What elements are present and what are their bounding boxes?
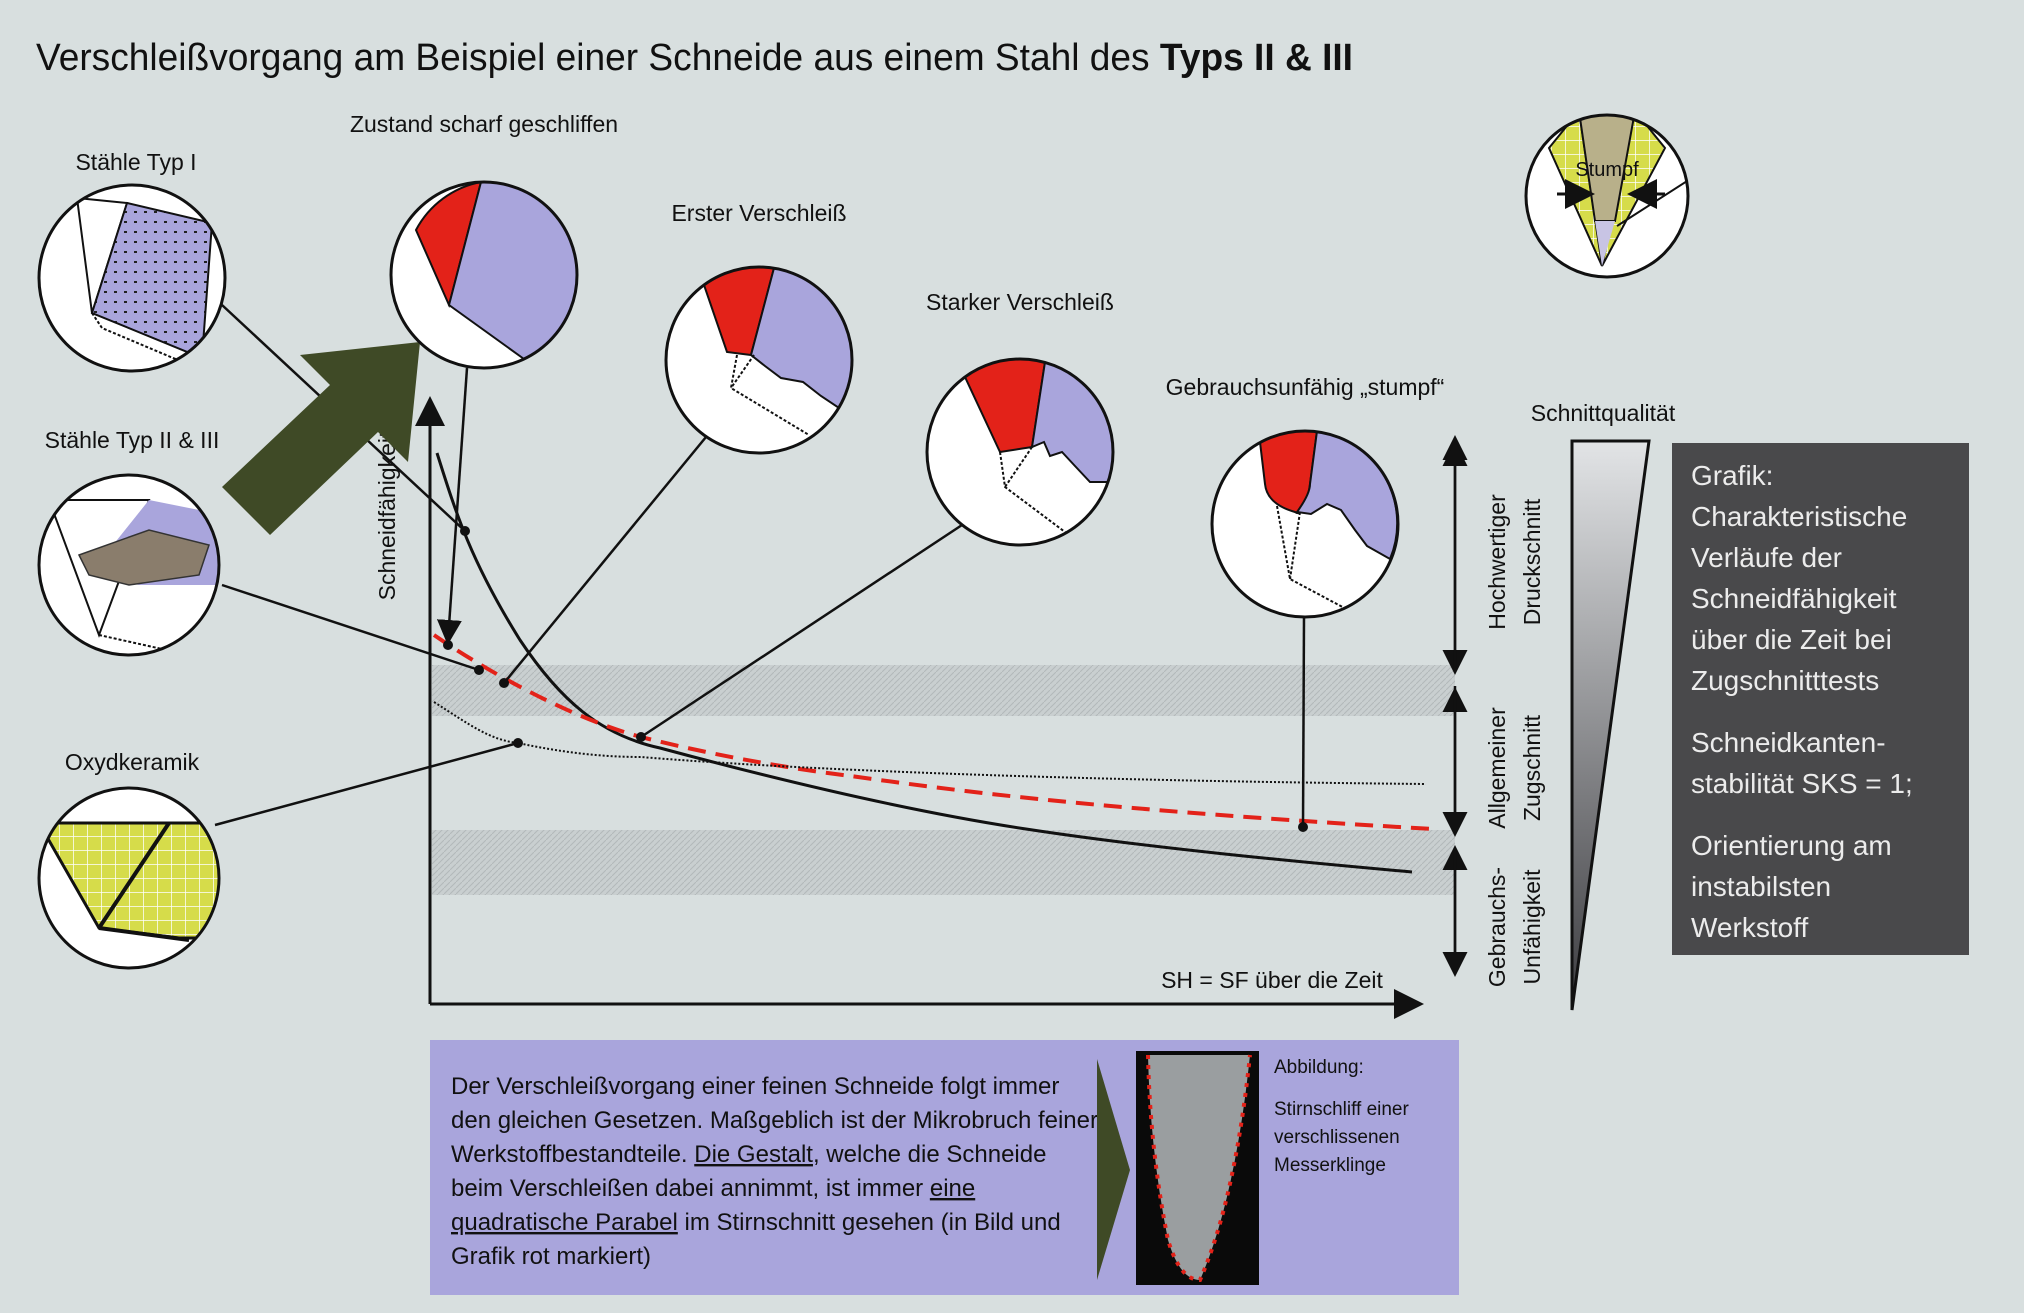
zone-band-upper	[432, 665, 1455, 716]
wear-state-label-sharp: Zustand scharf geschliffen	[350, 111, 618, 137]
blunt-edge-icon: Stumpf	[1524, 113, 1690, 279]
pointer-arrow-icon	[1097, 1059, 1130, 1280]
wear-state-sharp	[389, 180, 579, 370]
material-label-oxide-ceramic: Oxydkeramik	[65, 749, 200, 775]
svg-text:Grafik:: Grafik:	[1691, 460, 1773, 491]
svg-text:Grafik rot markiert): Grafik rot markiert)	[451, 1243, 651, 1270]
svg-text:Gebrauchs-: Gebrauchs-	[1484, 867, 1510, 987]
material-label-steel-type-i: Stähle Typ I	[75, 149, 196, 175]
wear-state-label-heavy-wear: Starker Verschleiß	[926, 289, 1114, 315]
leader-lines	[214, 304, 1306, 828]
svg-text:Messerklinge: Messerklinge	[1274, 1155, 1386, 1176]
svg-text:Abbildung:: Abbildung:	[1274, 1057, 1364, 1078]
material-steel-type-ii-iii	[37, 473, 221, 657]
quality-wedge	[1570, 439, 1651, 1011]
curve-steel-type-i	[435, 452, 1413, 874]
curve-points	[443, 526, 1308, 832]
svg-text:Hochwertiger: Hochwertiger	[1484, 494, 1510, 630]
curve-steel-type-ii-iii	[432, 633, 1434, 831]
quality-label: Schnittqualität	[1531, 400, 1676, 426]
wear-state-label-first-wear: Erster Verschleiß	[671, 200, 846, 226]
zone-band-lower	[432, 830, 1455, 895]
svg-text:Allgemeiner: Allgemeiner	[1484, 707, 1510, 829]
svg-text:Zugschnitt: Zugschnitt	[1519, 714, 1545, 821]
svg-text:über die Zeit bei: über die Zeit bei	[1691, 624, 1892, 655]
svg-text:Stirnschliff einer: Stirnschliff einer	[1274, 1099, 1409, 1120]
info-box: Grafik: Charakteristische Verläufe der S…	[1672, 443, 1969, 955]
svg-text:Zugschnitttests: Zugschnitttests	[1691, 665, 1879, 696]
svg-text:verschlissenen: verschlissenen	[1274, 1127, 1400, 1148]
blunt-icon-label: Stumpf	[1575, 159, 1639, 181]
svg-text:Schneidkanten-: Schneidkanten-	[1691, 727, 1886, 758]
curve-oxide-ceramic	[433, 701, 1427, 785]
svg-text:Charakteristische: Charakteristische	[1691, 501, 1907, 532]
svg-text:quadratische Parabel im Stirns: quadratische Parabel im Stirnschnitt ges…	[451, 1209, 1061, 1236]
material-steel-type-i	[37, 183, 227, 373]
svg-text:Orientierung am: Orientierung am	[1691, 830, 1892, 861]
description-box: Der Verschleißvorgang einer feinen Schne…	[430, 1040, 1459, 1295]
zone-label-high-quality: Hochwertiger Druckschnitt Allgemeiner Zu…	[1484, 494, 1545, 987]
wear-state-first-wear	[664, 265, 854, 455]
wear-state-heavy-wear	[925, 357, 1115, 547]
svg-text:Druckschnitt: Druckschnitt	[1519, 498, 1545, 625]
blade-cross-section-photo	[1136, 1051, 1259, 1285]
wear-state-blunt	[1210, 429, 1400, 619]
svg-text:Werkstoffbestandteile. Die Ges: Werkstoffbestandteile. Die Gestalt, welc…	[451, 1141, 1046, 1168]
progress-arrow-icon	[222, 342, 420, 535]
svg-text:den gleichen Gesetzen. Maßgebl: den gleichen Gesetzen. Maßgeblich ist de…	[451, 1107, 1098, 1134]
material-label-steel-type-ii-iii: Stähle Typ II & III	[45, 427, 220, 453]
y-axis-label: Schneidfähigkeit	[374, 431, 400, 600]
svg-text:Der Verschleißvorgang einer fe: Der Verschleißvorgang einer feinen Schne…	[451, 1073, 1059, 1100]
svg-text:beim Verschleißen dabei annimm: beim Verschleißen dabei annimmt, ist imm…	[451, 1175, 975, 1202]
page-title: Verschleißvorgang am Beispiel einer Schn…	[36, 37, 1353, 79]
svg-text:Werkstoff: Werkstoff	[1691, 912, 1808, 943]
svg-text:Schneidfähigkeit: Schneidfähigkeit	[1691, 583, 1897, 614]
svg-text:stabilität SKS = 1;: stabilität SKS = 1;	[1691, 768, 1913, 799]
svg-text:Verläufe der: Verläufe der	[1691, 542, 1842, 573]
svg-text:instabilsten: instabilsten	[1691, 871, 1831, 902]
material-oxide-ceramic	[37, 786, 221, 970]
svg-text:Unfähigkeit: Unfähigkeit	[1519, 869, 1545, 985]
x-axis-label: SH = SF über die Zeit	[1161, 967, 1383, 993]
wear-state-label-blunt: Gebrauchsunfähig „stumpf“	[1166, 374, 1445, 400]
